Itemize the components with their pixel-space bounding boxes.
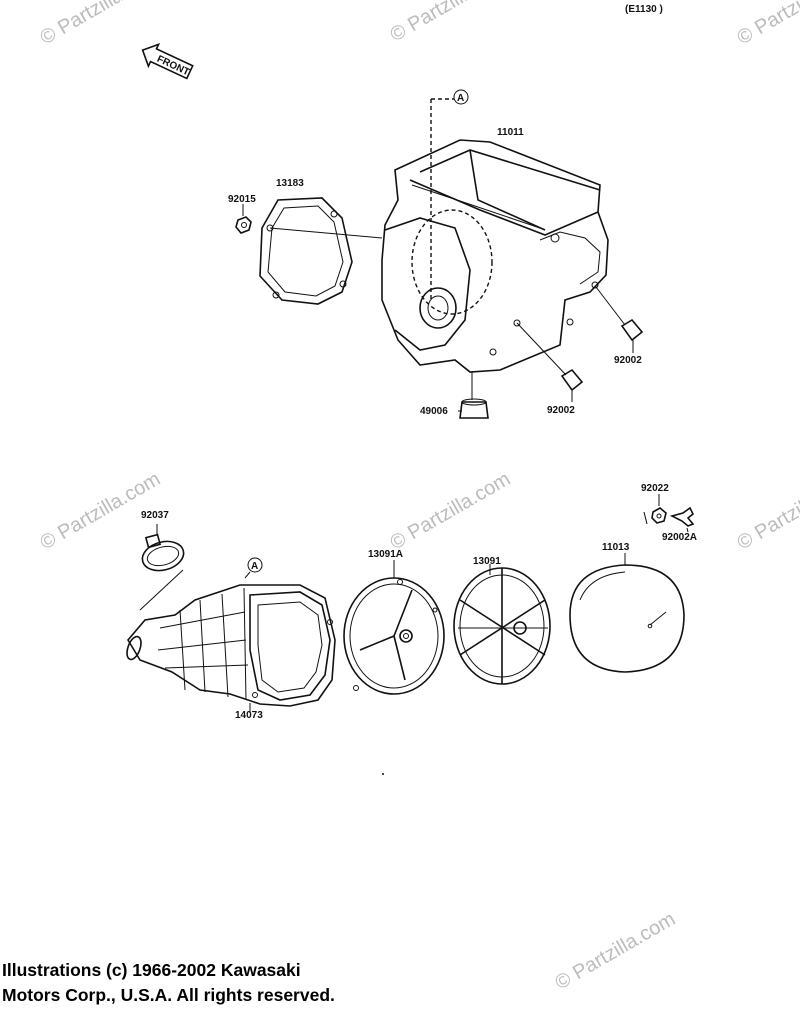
intake-duct: A — [126, 557, 336, 713]
clamp — [139, 524, 185, 611]
watermark: © Partzilla.com — [37, 0, 165, 49]
bolt-right — [595, 286, 644, 353]
copyright-line-2: Motors Corp., U.S.A. All rights reserved… — [2, 985, 335, 1005]
reference-code: (E1130 ) — [625, 4, 663, 15]
part-label-92015: 92015 — [228, 194, 256, 205]
copyright-notice: Illustrations (c) 1966-2002 Kawasaki Mot… — [2, 958, 562, 1008]
filter-plate — [343, 560, 445, 695]
callout-a-lower: A — [251, 561, 258, 572]
part-label-92002-bottom: 92002 — [547, 405, 575, 416]
watermark: © Partzilla — [387, 0, 478, 46]
part-label-13091A: 13091A — [368, 549, 403, 560]
part-label-92002-right: 92002 — [614, 355, 642, 366]
part-label-13091: 13091 — [473, 556, 501, 567]
gasket — [259, 197, 383, 305]
filter-frame — [453, 564, 551, 685]
watermark: © Partzilla.com — [734, 468, 800, 554]
part-label-11013: 11013 — [602, 542, 630, 553]
nut — [235, 204, 252, 234]
grommet — [458, 372, 489, 419]
watermark: © Partzilla.com — [387, 468, 515, 554]
part-label-11011: 11011 — [497, 127, 524, 138]
part-label-92002A: 92002A — [662, 532, 697, 543]
copyright-line-1: Illustrations (c) 1966-2002 Kawasaki — [2, 960, 301, 980]
part-label-92022: 92022 — [641, 483, 669, 494]
part-label-49006: 49006 — [420, 406, 448, 417]
watermarks: © Partzilla © Partzilla.com © Partzilla.… — [37, 0, 800, 994]
filter-element — [569, 553, 685, 673]
bolt-bottom — [516, 322, 584, 402]
front-arrow-icon: FRONT — [141, 42, 194, 80]
part-label-14073: 14073 — [235, 710, 263, 721]
watermark: © Partzilla.com — [734, 0, 800, 49]
watermark: © Partzilla.com — [552, 908, 680, 994]
air-cleaner-case: A — [381, 89, 609, 373]
part-label-92037: 92037 — [141, 510, 169, 521]
wing-nut — [643, 494, 695, 533]
part-label-13183: 13183 — [276, 178, 304, 189]
callout-a: A — [457, 93, 464, 104]
